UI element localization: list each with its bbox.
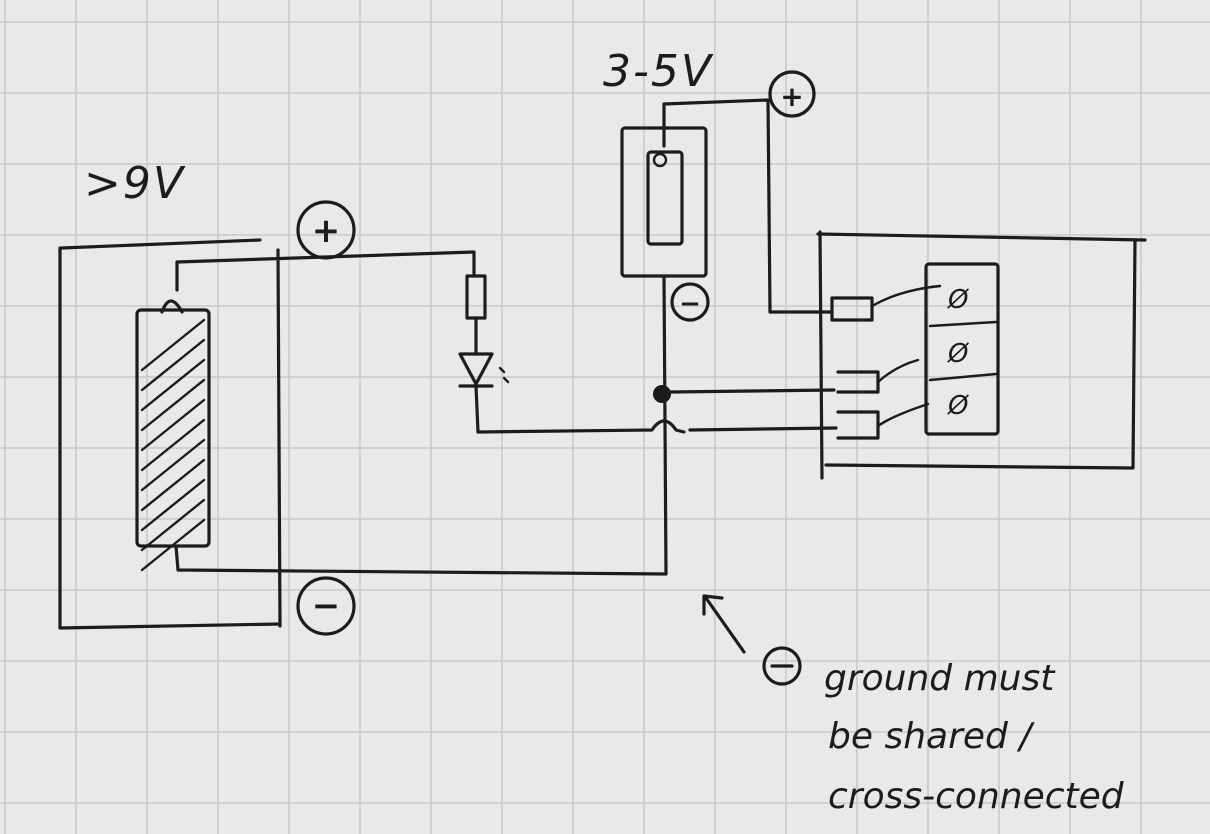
terminal-block [924, 262, 1000, 436]
terminal-slot-label: Ø [947, 285, 970, 315]
minus-symbol: − [312, 586, 341, 626]
arrow-head-icon [702, 594, 724, 616]
hatch-line [140, 318, 206, 372]
supply-outline [620, 126, 708, 278]
plus-symbol: + [780, 80, 803, 113]
battery-module: >9V [58, 158, 282, 630]
board-edge [818, 230, 824, 480]
battery-cell-hatching [140, 318, 206, 572]
hatch-line [140, 498, 206, 552]
led-signal-wire [474, 384, 686, 434]
plus-symbol: + [312, 211, 341, 251]
note-line-1: ground must [824, 658, 1056, 699]
battery-cell-terminal [160, 299, 184, 314]
supply-positive-marker [768, 70, 816, 118]
led-light-rays [498, 366, 510, 384]
ground-to-board-wire [668, 388, 836, 394]
hatch-line [140, 418, 206, 472]
jumper-wire [870, 284, 942, 308]
battery-voltage-label: >9V [84, 158, 186, 209]
connector-pad [836, 370, 880, 394]
resistor [465, 274, 487, 320]
supply-terminal [652, 152, 668, 168]
supply-cell [646, 150, 684, 246]
hatch-line [140, 438, 206, 492]
battery-housing-divider [276, 248, 282, 628]
note-ground-marker [762, 646, 802, 686]
jumper-wire [876, 402, 930, 428]
annotation-arrow [704, 596, 746, 654]
supply-module: 3-5V [603, 46, 714, 278]
shared-ground-wire [174, 274, 668, 576]
terminal-slot-label: Ø [947, 339, 970, 369]
battery-housing-outline [58, 246, 282, 630]
hatch-line [140, 338, 206, 392]
supply-positive-wire [662, 98, 834, 314]
supply-voltage-label: 3-5V [603, 46, 714, 97]
ground-annotation: ground must be shared / cross-connected [702, 594, 1125, 817]
wires [174, 98, 838, 576]
note-line-3: cross-connected [828, 776, 1125, 817]
supply-negative-marker [670, 282, 710, 322]
hatch-line [140, 518, 206, 572]
battery-negative-marker [296, 576, 356, 636]
minus-symbol: − [679, 289, 701, 319]
jumper-wire [876, 358, 920, 384]
hatch-line [140, 378, 206, 432]
hatch-line [140, 458, 206, 512]
hatch-line [140, 358, 206, 412]
controller-board: Ø Ø Ø [816, 230, 1147, 480]
led-icon [458, 352, 494, 386]
note-line-2: be shared / [828, 716, 1035, 757]
hatch-line [140, 398, 206, 452]
connector-pad [836, 410, 880, 440]
ground-junction [653, 385, 671, 403]
terminal-slot-label: Ø [947, 391, 970, 421]
hatch-line [140, 478, 206, 532]
battery-positive-marker [296, 200, 356, 260]
connector-pad [830, 296, 874, 322]
polarity-markers: + − + − [296, 70, 816, 636]
